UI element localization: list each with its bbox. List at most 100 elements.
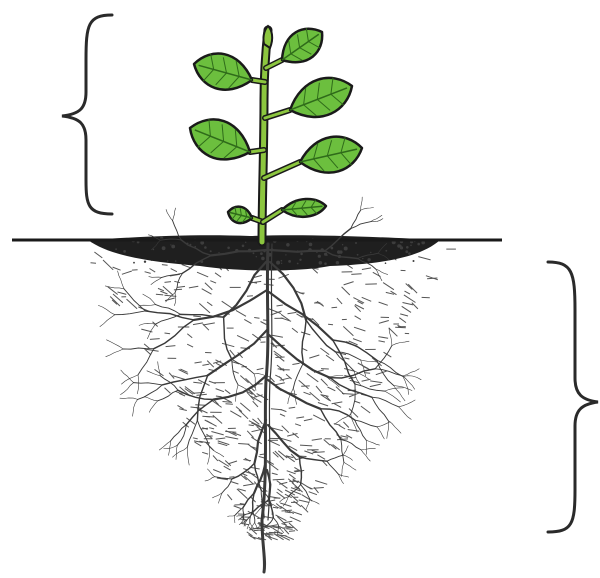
- root-hair-stroke: [216, 438, 226, 439]
- root-hair-stroke: [282, 510, 293, 511]
- lateral-root: [162, 273, 183, 277]
- root-hair-stroke: [239, 410, 248, 419]
- lateral-root: [187, 447, 189, 465]
- soil-speck: [370, 252, 371, 253]
- root-hair-stroke: [313, 452, 325, 453]
- root-hair-stroke: [300, 445, 312, 446]
- root-hair-stroke: [197, 394, 207, 395]
- root-hair-stroke: [349, 393, 360, 397]
- root-hair-stroke: [400, 314, 408, 316]
- root-hair-stroke: [216, 389, 224, 392]
- root-hair-stroke: [195, 405, 206, 406]
- root-hair-stroke: [195, 442, 202, 446]
- lateral-root: [371, 219, 383, 222]
- soil-speck: [410, 245, 412, 247]
- leaf-middle-right: [290, 77, 352, 117]
- root-hair-stroke: [178, 405, 184, 409]
- root-hair-stroke: [254, 318, 259, 319]
- lateral-root: [100, 315, 115, 327]
- root-hair-stroke: [197, 272, 208, 277]
- root-hair-stroke: [312, 439, 322, 441]
- root-hair-stroke: [122, 271, 132, 274]
- lateral-root: [403, 369, 419, 376]
- root-hair-stroke: [289, 474, 295, 479]
- root-hair-stroke: [163, 286, 173, 295]
- root-hair-stroke: [225, 437, 238, 440]
- root-hair-stroke: [349, 377, 357, 378]
- lateral-root: [158, 362, 161, 376]
- stem: [262, 26, 272, 242]
- root-hair-stroke: [282, 426, 289, 433]
- soil-speck: [171, 245, 175, 249]
- root-hair-stroke: [230, 411, 241, 417]
- soil-speck: [318, 255, 321, 258]
- root-hair-stroke: [145, 272, 151, 274]
- soil-speck: [204, 246, 207, 249]
- root-hair-stroke: [296, 417, 304, 418]
- root-hair-stroke: [242, 524, 249, 525]
- lateral-root: [197, 420, 209, 446]
- root-hair-stroke: [347, 265, 353, 269]
- root-hair-stroke: [307, 373, 319, 382]
- root-hair-stroke: [341, 436, 349, 438]
- root-hair-stroke: [379, 302, 388, 305]
- root-hair-stroke: [316, 386, 322, 393]
- root-hair-stroke: [272, 335, 283, 337]
- lateral-root: [268, 425, 300, 457]
- lateral-root: [166, 210, 173, 221]
- root-hair-stroke: [315, 481, 327, 485]
- soil-speck: [256, 256, 257, 257]
- soil-speck: [281, 263, 282, 264]
- root-hair-stroke: [222, 301, 234, 309]
- root-hair-stroke: [324, 440, 330, 446]
- root-hair-stroke: [174, 289, 182, 290]
- lateral-root: [385, 388, 404, 391]
- root-hair-stroke: [162, 265, 168, 266]
- root-hair-stroke: [227, 494, 232, 500]
- lateral-root: [253, 493, 255, 511]
- soil-speck: [115, 248, 117, 250]
- root-hair-stroke: [271, 409, 282, 410]
- root-bracket: [548, 262, 598, 532]
- root-hair-stroke: [218, 460, 229, 467]
- root-hair-stroke: [355, 316, 361, 320]
- root-hair-stroke: [215, 273, 221, 277]
- root-hair-stroke: [302, 495, 313, 502]
- root-hair-stroke: [272, 473, 278, 475]
- root-hair-stroke: [376, 371, 387, 375]
- root-hair-stroke: [370, 381, 382, 383]
- root-hair-stroke: [292, 363, 299, 364]
- root-hair-stroke: [165, 298, 175, 301]
- root-hair-stroke: [236, 310, 246, 316]
- root-hair-stroke: [317, 455, 325, 460]
- root-hair-stroke: [402, 306, 411, 312]
- root-hair-stroke: [328, 387, 336, 391]
- soil-speck: [406, 246, 409, 249]
- lateral-root: [388, 421, 401, 434]
- root-hair-stroke: [229, 477, 234, 478]
- lateral-root: [361, 197, 363, 210]
- root-hair-stroke: [342, 287, 350, 295]
- soil-speck: [276, 261, 280, 265]
- lateral-root: [377, 422, 390, 427]
- root-hair-stroke: [193, 392, 205, 393]
- apical-bud: [263, 26, 272, 48]
- lateral-root: [133, 399, 138, 416]
- root-hair-stroke: [408, 284, 417, 293]
- root-hair-stroke: [156, 294, 163, 295]
- lateral-root: [121, 383, 134, 395]
- lateral-root: [327, 455, 343, 461]
- root-hair-stroke: [313, 415, 325, 421]
- root-hair-stroke: [230, 350, 235, 356]
- root-hair-stroke: [284, 529, 289, 534]
- root-hair-stroke: [399, 318, 406, 323]
- root-hair-stroke: [326, 355, 334, 361]
- lateral-root: [208, 330, 267, 375]
- root-hair-stroke: [362, 297, 372, 301]
- soil-speck: [362, 258, 363, 259]
- lateral-root: [375, 369, 403, 376]
- lateral-root: [134, 383, 163, 385]
- root-hair-stroke: [277, 365, 284, 371]
- lateral-root: [254, 507, 261, 515]
- lateral-root: [355, 420, 377, 427]
